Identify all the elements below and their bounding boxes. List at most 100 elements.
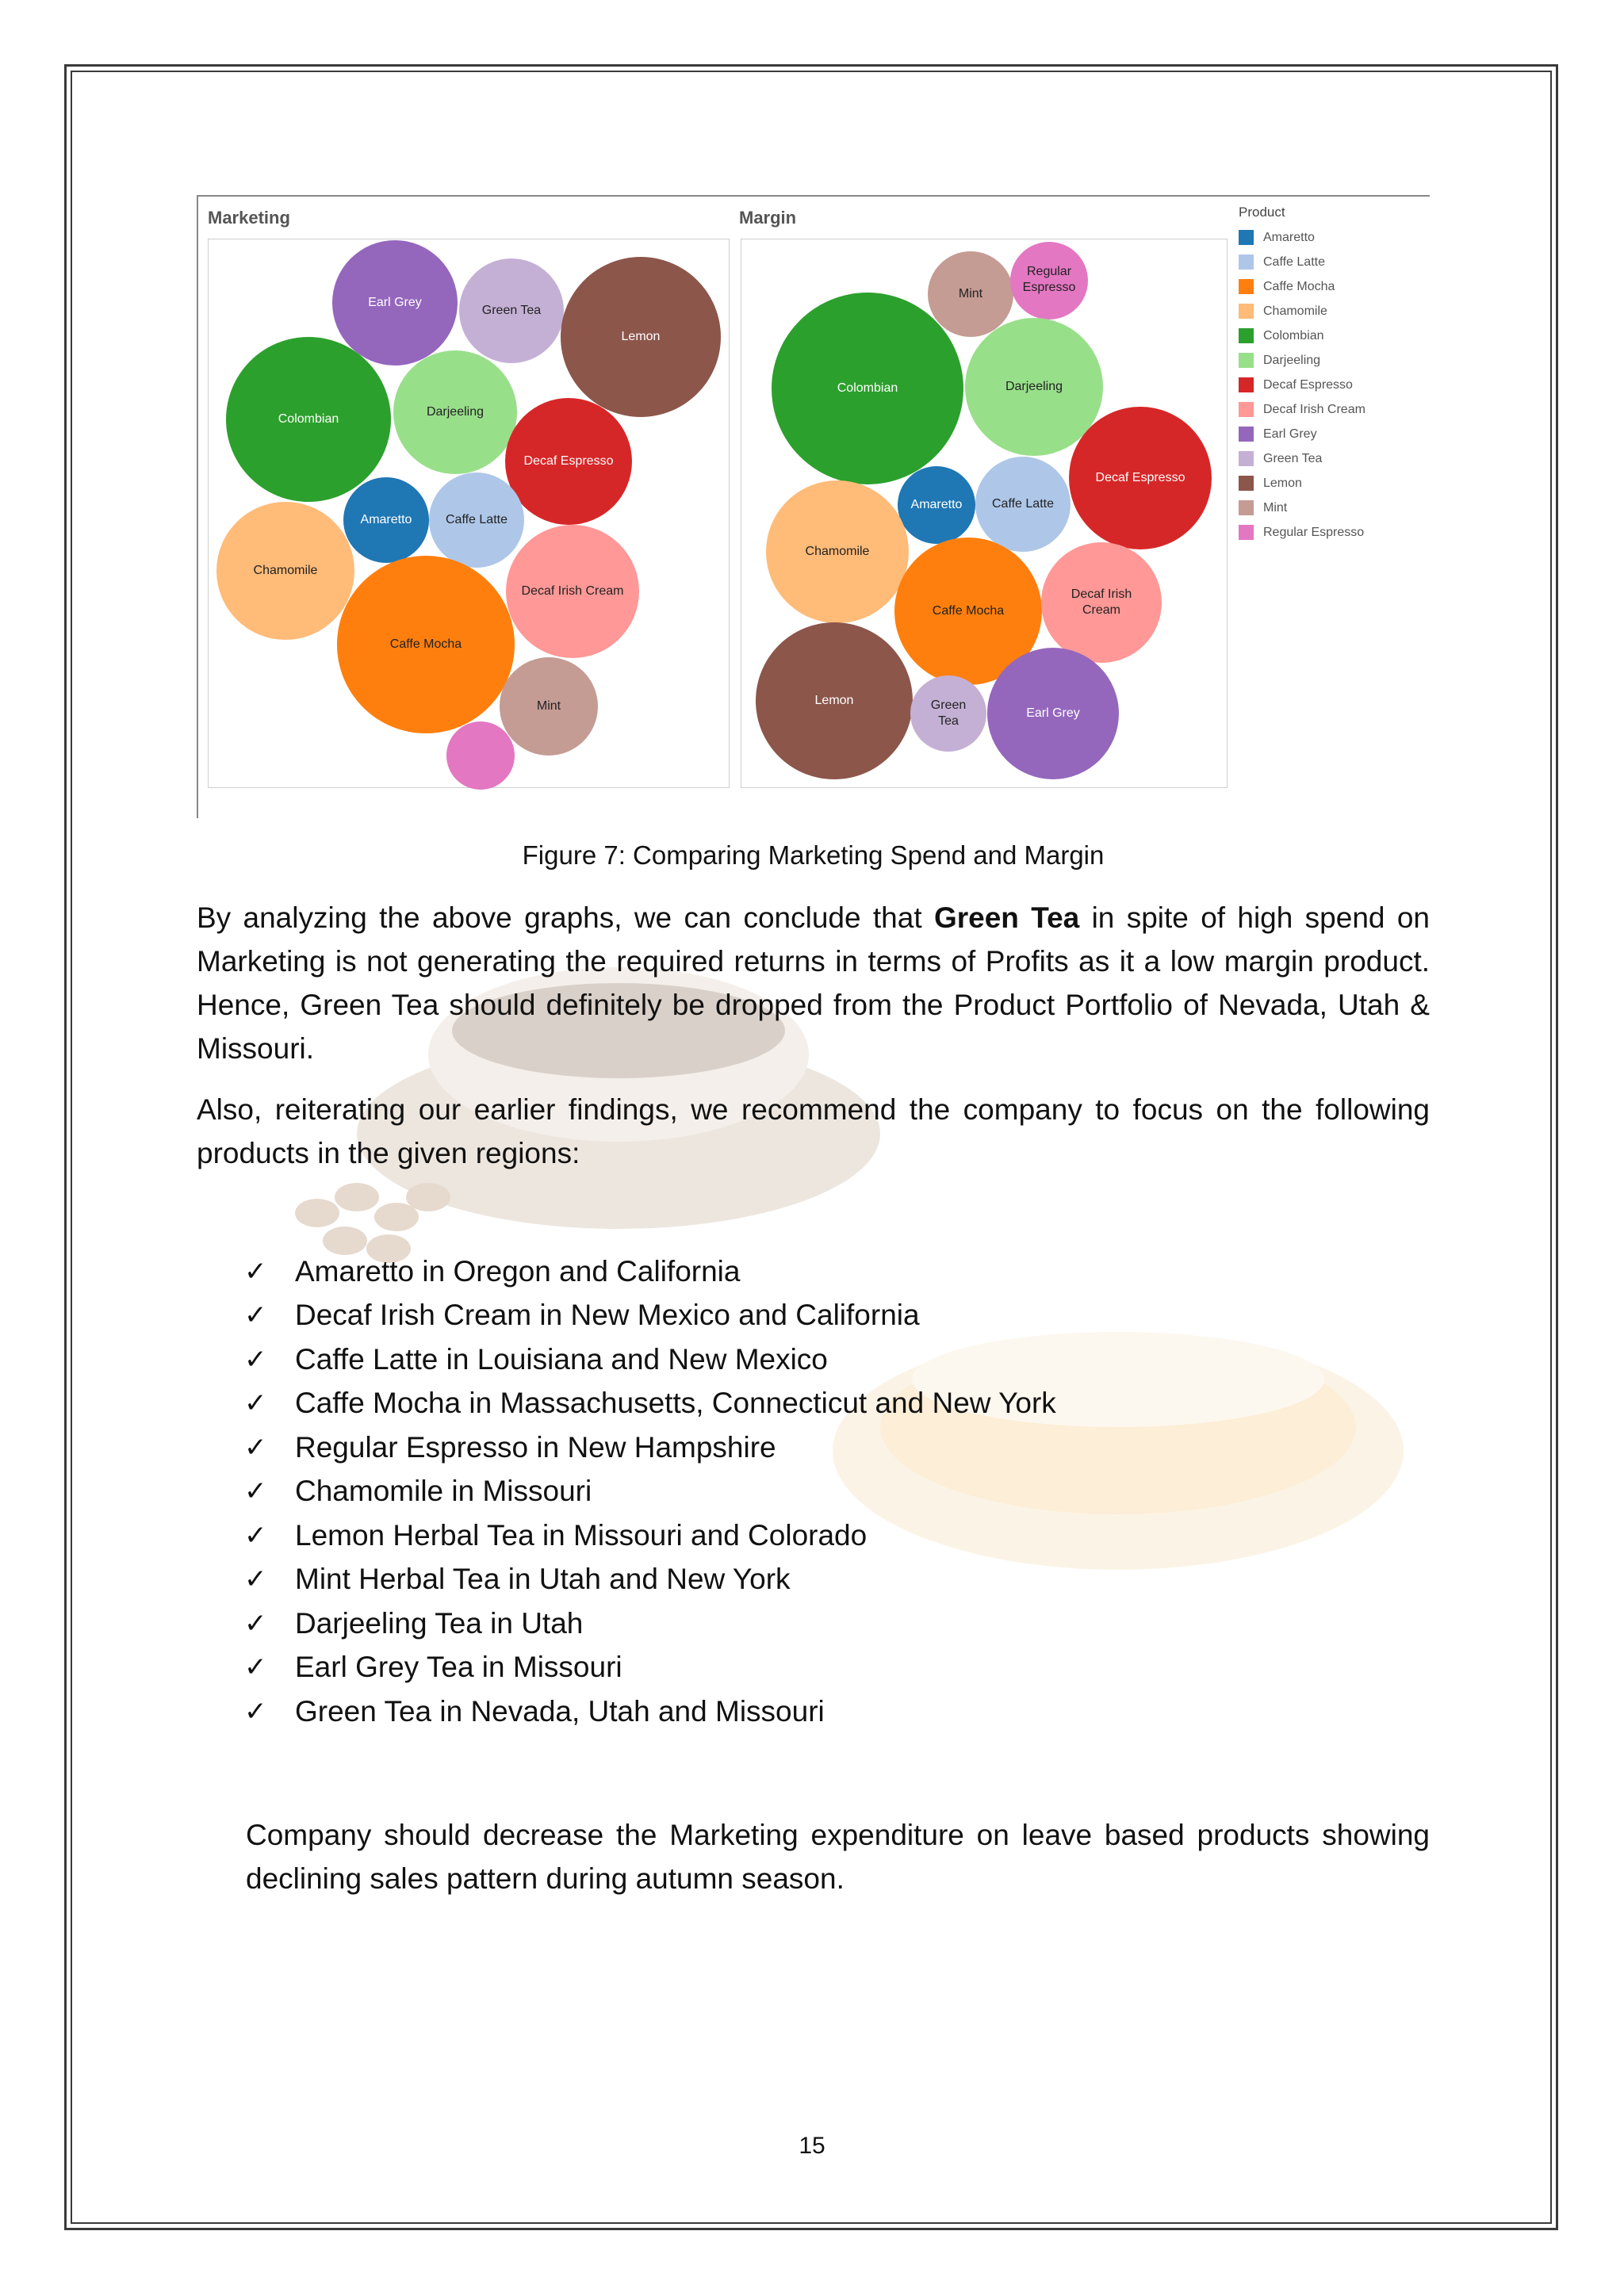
page-border-outer xyxy=(64,64,1558,2230)
margin-panel-title: Margin xyxy=(739,208,797,228)
legend-label: Decaf Espresso xyxy=(1263,377,1353,392)
bubble-charts-svg: Earl Grey Green Tea Lemon Colombian Darj… xyxy=(216,240,1212,790)
legend-title: Product xyxy=(1239,205,1285,220)
legend-item: Colombian xyxy=(1239,323,1445,348)
marketing-label-decaf-espresso: Decaf Espresso xyxy=(524,454,614,468)
margin-label-green-tea-line1: Green xyxy=(931,698,966,712)
checkmark-icon: ✓ xyxy=(244,1255,267,1288)
list-item-text: Amaretto in Oregon and California xyxy=(295,1254,741,1288)
list-item-text: Caffe Latte in Louisiana and New Mexico xyxy=(295,1342,828,1376)
list-item: ✓ Caffe Latte in Louisiana and New Mexico xyxy=(244,1337,1354,1382)
legend-label: Regular Espresso xyxy=(1263,525,1365,539)
checkmark-icon: ✓ xyxy=(244,1607,267,1640)
margin-bubble-lemon xyxy=(756,622,913,779)
legend-item: Decaf Espresso xyxy=(1239,373,1445,397)
marketing-bubble-green-tea xyxy=(459,258,564,363)
legend-swatch xyxy=(1239,254,1254,270)
legend-swatch xyxy=(1239,451,1254,466)
legend-label: Caffe Latte xyxy=(1263,254,1325,269)
list-item-text: Caffe Mocha in Massachusetts, Connecticu… xyxy=(295,1387,1056,1420)
marketing-bubble-mint xyxy=(500,657,598,756)
margin-bubble-darjeeling xyxy=(965,318,1103,456)
page-border-inner xyxy=(71,71,1552,2224)
margin-label-chamomile: Chamomile xyxy=(806,545,870,558)
marketing-bubble-caffe-mocha xyxy=(337,556,515,733)
page-number: 15 xyxy=(799,2133,825,2159)
legend-label: Mint xyxy=(1263,500,1288,515)
legend-swatch xyxy=(1239,427,1254,442)
marketing-label-darjeeling: Darjeeling xyxy=(427,405,484,419)
margin-bubble-caffe-latte xyxy=(975,457,1071,552)
marketing-bubble-darjeeling xyxy=(393,350,517,474)
list-item-text: Lemon Herbal Tea in Missouri and Colorad… xyxy=(295,1518,868,1552)
margin-label-lemon: Lemon xyxy=(815,694,854,707)
legend-swatch xyxy=(1239,353,1254,368)
checkmark-icon: ✓ xyxy=(244,1343,267,1376)
bubble-chart-figure: Marketing Margin Earl Grey Green Tea Lem… xyxy=(197,195,1430,818)
legend-item: Chamomile xyxy=(1239,299,1445,323)
marketing-label-colombian: Colombian xyxy=(278,412,339,426)
legend-swatch xyxy=(1239,525,1254,540)
marketing-bubble-caffe-latte xyxy=(429,473,524,568)
marketing-label-decaf-irish-cream: Decaf Irish Cream xyxy=(522,584,624,598)
paragraph-analysis-after: in spite of high spend on Marketing is n… xyxy=(197,901,1430,1065)
marketing-bubble-decaf-irish-cream xyxy=(506,525,639,658)
marketing-bubble-earl-grey xyxy=(332,240,458,365)
marketing-bubbles: Earl Grey Green Tea Lemon Colombian Darj… xyxy=(216,240,721,790)
margin-bubble-green-tea xyxy=(910,675,986,752)
legend-item: Darjeeling xyxy=(1239,348,1445,373)
margin-label-caffe-latte: Caffe Latte xyxy=(992,497,1054,511)
legend-item: Green Tea xyxy=(1239,446,1445,471)
legend-item: Regular Espresso xyxy=(1239,520,1445,545)
checkmark-icon: ✓ xyxy=(244,1651,267,1684)
margin-bubble-chamomile xyxy=(766,480,909,623)
figure-frame-left xyxy=(197,195,198,818)
legend-swatch xyxy=(1239,279,1254,294)
marketing-bubble-lemon xyxy=(561,257,721,417)
margin-label-amaretto: Amaretto xyxy=(911,498,963,511)
marketing-bubble-decaf-espresso xyxy=(505,398,632,525)
list-item: ✓ Caffe Mocha in Massachusetts, Connectic… xyxy=(244,1382,1354,1426)
margin-label-regular-espresso-line2: Espresso xyxy=(1023,281,1076,294)
legend-item: Amaretto xyxy=(1239,225,1445,250)
margin-bubble-amaretto xyxy=(898,466,975,544)
legend-swatch xyxy=(1239,328,1254,343)
marketing-bubble-regular-espresso xyxy=(446,721,515,790)
marketing-label-amaretto: Amaretto xyxy=(361,513,412,526)
marketing-label-caffe-latte: Caffe Latte xyxy=(446,513,508,526)
legend-swatch xyxy=(1239,476,1254,491)
margin-label-darjeeling: Darjeeling xyxy=(1005,380,1063,393)
margin-bubble-decaf-irish-cream xyxy=(1041,542,1162,663)
checkmark-icon: ✓ xyxy=(244,1387,267,1420)
legend-item: Caffe Latte xyxy=(1239,250,1445,274)
margin-bubble-decaf-espresso xyxy=(1069,407,1212,549)
checkmark-icon: ✓ xyxy=(244,1475,267,1508)
legend-label: Caffe Mocha xyxy=(1263,279,1335,293)
marketing-bubble-amaretto xyxy=(343,477,429,563)
margin-label-decaf-irish-cream-line2: Cream xyxy=(1082,603,1120,617)
paragraph-marketing-advice: Company should decrease the Marketing ex… xyxy=(246,1819,1430,1895)
list-item-text: Darjeeling Tea in Utah xyxy=(295,1606,584,1640)
checkmark-icon: ✓ xyxy=(244,1431,267,1464)
margin-label-mint: Mint xyxy=(959,287,983,300)
margin-bubble-earl-grey xyxy=(987,648,1119,779)
list-item: ✓ Lemon Herbal Tea in Missouri and Colora… xyxy=(244,1513,1354,1558)
margin-bubble-regular-espresso xyxy=(1010,242,1088,320)
legend-label: Darjeeling xyxy=(1263,353,1321,367)
list-item-text: Decaf Irish Cream in New Mexico and Cali… xyxy=(295,1299,920,1332)
legend-label: Amaretto xyxy=(1263,230,1315,244)
legend-swatch xyxy=(1239,304,1254,319)
marketing-label-caffe-mocha: Caffe Mocha xyxy=(390,637,462,651)
list-item: ✓Decaf Irish Cream in New Mexico and Cal… xyxy=(244,1294,1354,1338)
margin-label-decaf-espresso: Decaf Espresso xyxy=(1096,471,1185,484)
list-item: ✓Earl Grey Tea in Missouri xyxy=(244,1646,1354,1690)
margin-bubble-colombian xyxy=(772,293,963,484)
margin-label-decaf-irish-cream-line1: Decaf Irish xyxy=(1071,587,1132,601)
legend-item: Caffe Mocha xyxy=(1239,274,1445,299)
checkmark-icon: ✓ xyxy=(244,1519,267,1552)
margin-bubble-mint xyxy=(928,251,1013,337)
legend-label: Colombian xyxy=(1263,328,1324,342)
list-item: ✓Chamomile in Missouri xyxy=(244,1470,1354,1514)
legend-item: Earl Grey xyxy=(1239,422,1445,446)
